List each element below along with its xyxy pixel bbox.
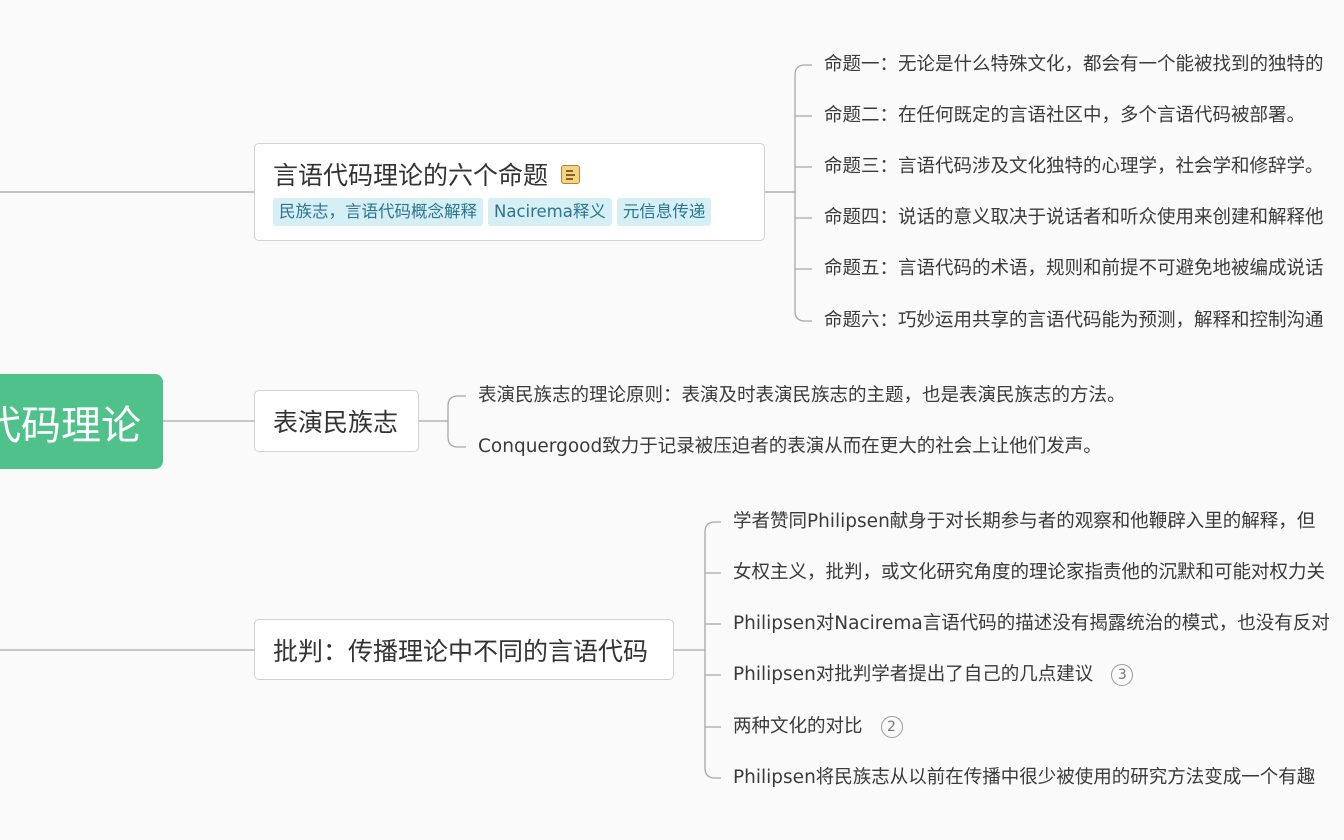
proposition-4[interactable]: 命题四：说话的意义取决于说话者和听众使用来创建和解释他 bbox=[824, 207, 1324, 228]
critique-leaf-5-text: 两种文化的对比 bbox=[733, 716, 863, 737]
label-ethnography[interactable]: 民族志，言语代码概念解释 bbox=[273, 198, 483, 226]
critique-leaf-1[interactable]: 学者赞同Philipsen献身于对长期参与者的观察和他鞭辟入里的解释，但 bbox=[733, 509, 1315, 535]
topic-performance-ethnography[interactable]: 表演民族志 bbox=[254, 390, 419, 452]
performance-leaf-2[interactable]: Conquergood致力于记录被压迫者的表演从而在更大的社会上让他们发声。 bbox=[478, 436, 1102, 457]
collapsed-count-badge[interactable]: 3 bbox=[1111, 664, 1134, 686]
label-metacommunication[interactable]: 元信息传递 bbox=[616, 198, 712, 226]
topic-critique-title: 批判：传播理论中不同的言语代码 bbox=[273, 636, 649, 666]
collapsed-count-badge[interactable]: 2 bbox=[880, 716, 903, 738]
note-icon[interactable] bbox=[561, 164, 581, 184]
topic-labels: 民族志，言语代码概念解释 Nacirema释义 元信息传递 bbox=[273, 198, 746, 226]
proposition-5[interactable]: 命题五：言语代码的术语，规则和前提不可避免地被编成说话 bbox=[824, 258, 1324, 279]
critique-leaf-4[interactable]: Philipsen对批判学者提出了自己的几点建议 3 bbox=[733, 662, 1134, 688]
proposition-2[interactable]: 命题二：在任何既定的言语社区中，多个言语代码被部署。 bbox=[824, 105, 1306, 126]
connector-critique-bracket bbox=[674, 521, 721, 779]
critique-leaf-2-text: 女权主义，批判，或文化研究角度的理论家指责他的沉默和可能对权力关 bbox=[733, 562, 1326, 583]
proposition-1[interactable]: 命题一：无论是什么特殊文化，都会有一个能被找到的独特的 bbox=[824, 54, 1324, 75]
label-nacirema[interactable]: Nacirema释义 bbox=[488, 198, 612, 226]
critique-leaf-2[interactable]: 女权主义，批判，或文化研究角度的理论家指责他的沉默和可能对权力关 bbox=[733, 560, 1325, 586]
performance-leaf-1[interactable]: 表演民族志的理论原则：表演及时表演民族志的主题，也是表演民族志的方法。 bbox=[478, 385, 1126, 406]
critique-leaf-4-text: Philipsen对批判学者提出了自己的几点建议 bbox=[733, 664, 1094, 685]
proposition-6[interactable]: 命题六：巧妙运用共享的言语代码能为预测，解释和控制沟通 bbox=[824, 310, 1324, 331]
critique-leaf-1-text: 学者赞同Philipsen献身于对长期参与者的观察和他鞭辟入里的解释，但 bbox=[733, 511, 1316, 532]
critique-leaf-3[interactable]: Philipsen对Nacirema言语代码的描述没有揭露统治的模式，也没有反对 bbox=[733, 611, 1330, 637]
connector-propositions-bracket bbox=[765, 64, 812, 322]
connector-performance-bracket bbox=[419, 395, 466, 448]
central-topic[interactable]: 代码理论 bbox=[0, 374, 163, 469]
topic-performance-ethnography-title: 表演民族志 bbox=[273, 408, 399, 437]
topic-six-propositions[interactable]: 言语代码理论的六个命题 民族志，言语代码概念解释 Nacirema释义 元信息传… bbox=[254, 143, 765, 241]
central-topic-text: 代码理论 bbox=[0, 402, 141, 449]
proposition-3[interactable]: 命题三：言语代码涉及文化独特的心理学，社会学和修辞学。 bbox=[824, 156, 1324, 177]
critique-leaf-6-text: Philipsen将民族志从以前在传播中很少被使用的研究方法变成一个有趣 bbox=[733, 767, 1316, 788]
critique-leaf-3-text: Philipsen对Nacirema言语代码的描述没有揭露统治的模式，也没有反对 bbox=[733, 613, 1330, 634]
critique-leaf-6[interactable]: Philipsen将民族志从以前在传播中很少被使用的研究方法变成一个有趣 bbox=[733, 765, 1315, 791]
critique-leaf-5[interactable]: 两种文化的对比 2 bbox=[733, 714, 903, 740]
topic-six-propositions-title: 言语代码理论的六个命题 bbox=[273, 161, 549, 190]
topic-critique[interactable]: 批判：传播理论中不同的言语代码 bbox=[254, 619, 674, 680]
